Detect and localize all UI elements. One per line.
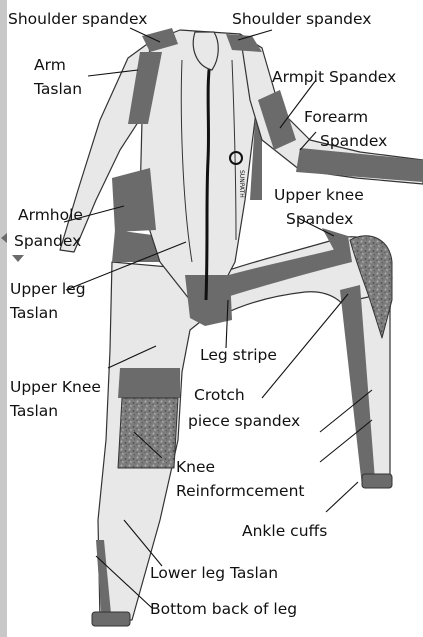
label-forearm-spandex-line1: Forearm <box>304 108 368 126</box>
label-arm-taslan-line1: Arm <box>34 56 66 74</box>
label-shoulder-spandex-right: Shoulder spandex <box>232 10 371 28</box>
label-crotch-piece-line2: piece spandex <box>188 412 300 430</box>
knee-reinforcement-left <box>118 398 178 468</box>
leader-ankle-cuffs <box>326 482 358 512</box>
label-ankle-cuffs: Ankle cuffs <box>242 522 327 540</box>
label-upper-leg-taslan-line2: Taslan <box>9 304 58 322</box>
label-leg-stripe: Leg stripe <box>200 346 277 364</box>
label-upper-knee-spandex-line2: Spandex <box>286 210 353 228</box>
label-armpit-spandex: Armpit Spandex <box>272 68 396 86</box>
label-upper-knee-spandex-line1: Upper knee <box>274 186 364 204</box>
logo-wordmark: SUNPATH <box>238 170 245 198</box>
label-upper-knee-taslan-line1: Upper Knee <box>10 378 101 396</box>
label-upper-knee-taslan-line2: Taslan <box>9 402 58 420</box>
label-armhole-spandex-line1: Armhole <box>18 206 83 224</box>
label-forearm-spandex-line2: Spandex <box>320 132 387 150</box>
label-arm-taslan-line2: Taslan <box>33 80 82 98</box>
ankle-cuff-right <box>362 474 392 488</box>
label-armhole-spandex-line2: Spandex <box>14 232 81 250</box>
left-edge-chevron-icon <box>12 255 24 262</box>
leader-shoulder-right <box>238 30 272 40</box>
label-knee-reinforcement-line1: Knee <box>176 458 215 476</box>
label-shoulder-spandex-left: Shoulder spandex <box>8 10 147 28</box>
upper-knee-spandex-left <box>118 368 180 398</box>
label-bottom-back-of-leg: Bottom back of leg <box>150 600 297 618</box>
crotch-piece-spandex <box>185 275 232 326</box>
ankle-cuff-left <box>92 612 130 626</box>
label-lower-leg-taslan: Lower leg Taslan <box>150 564 278 582</box>
label-knee-reinforcement-line2: Reinformcement <box>176 482 304 500</box>
label-crotch-piece-line1: Crotch <box>194 386 245 404</box>
armhole-spandex-left <box>112 168 156 232</box>
left-edge-strip <box>0 0 7 637</box>
label-upper-leg-taslan-line1: Upper leg <box>10 280 86 298</box>
